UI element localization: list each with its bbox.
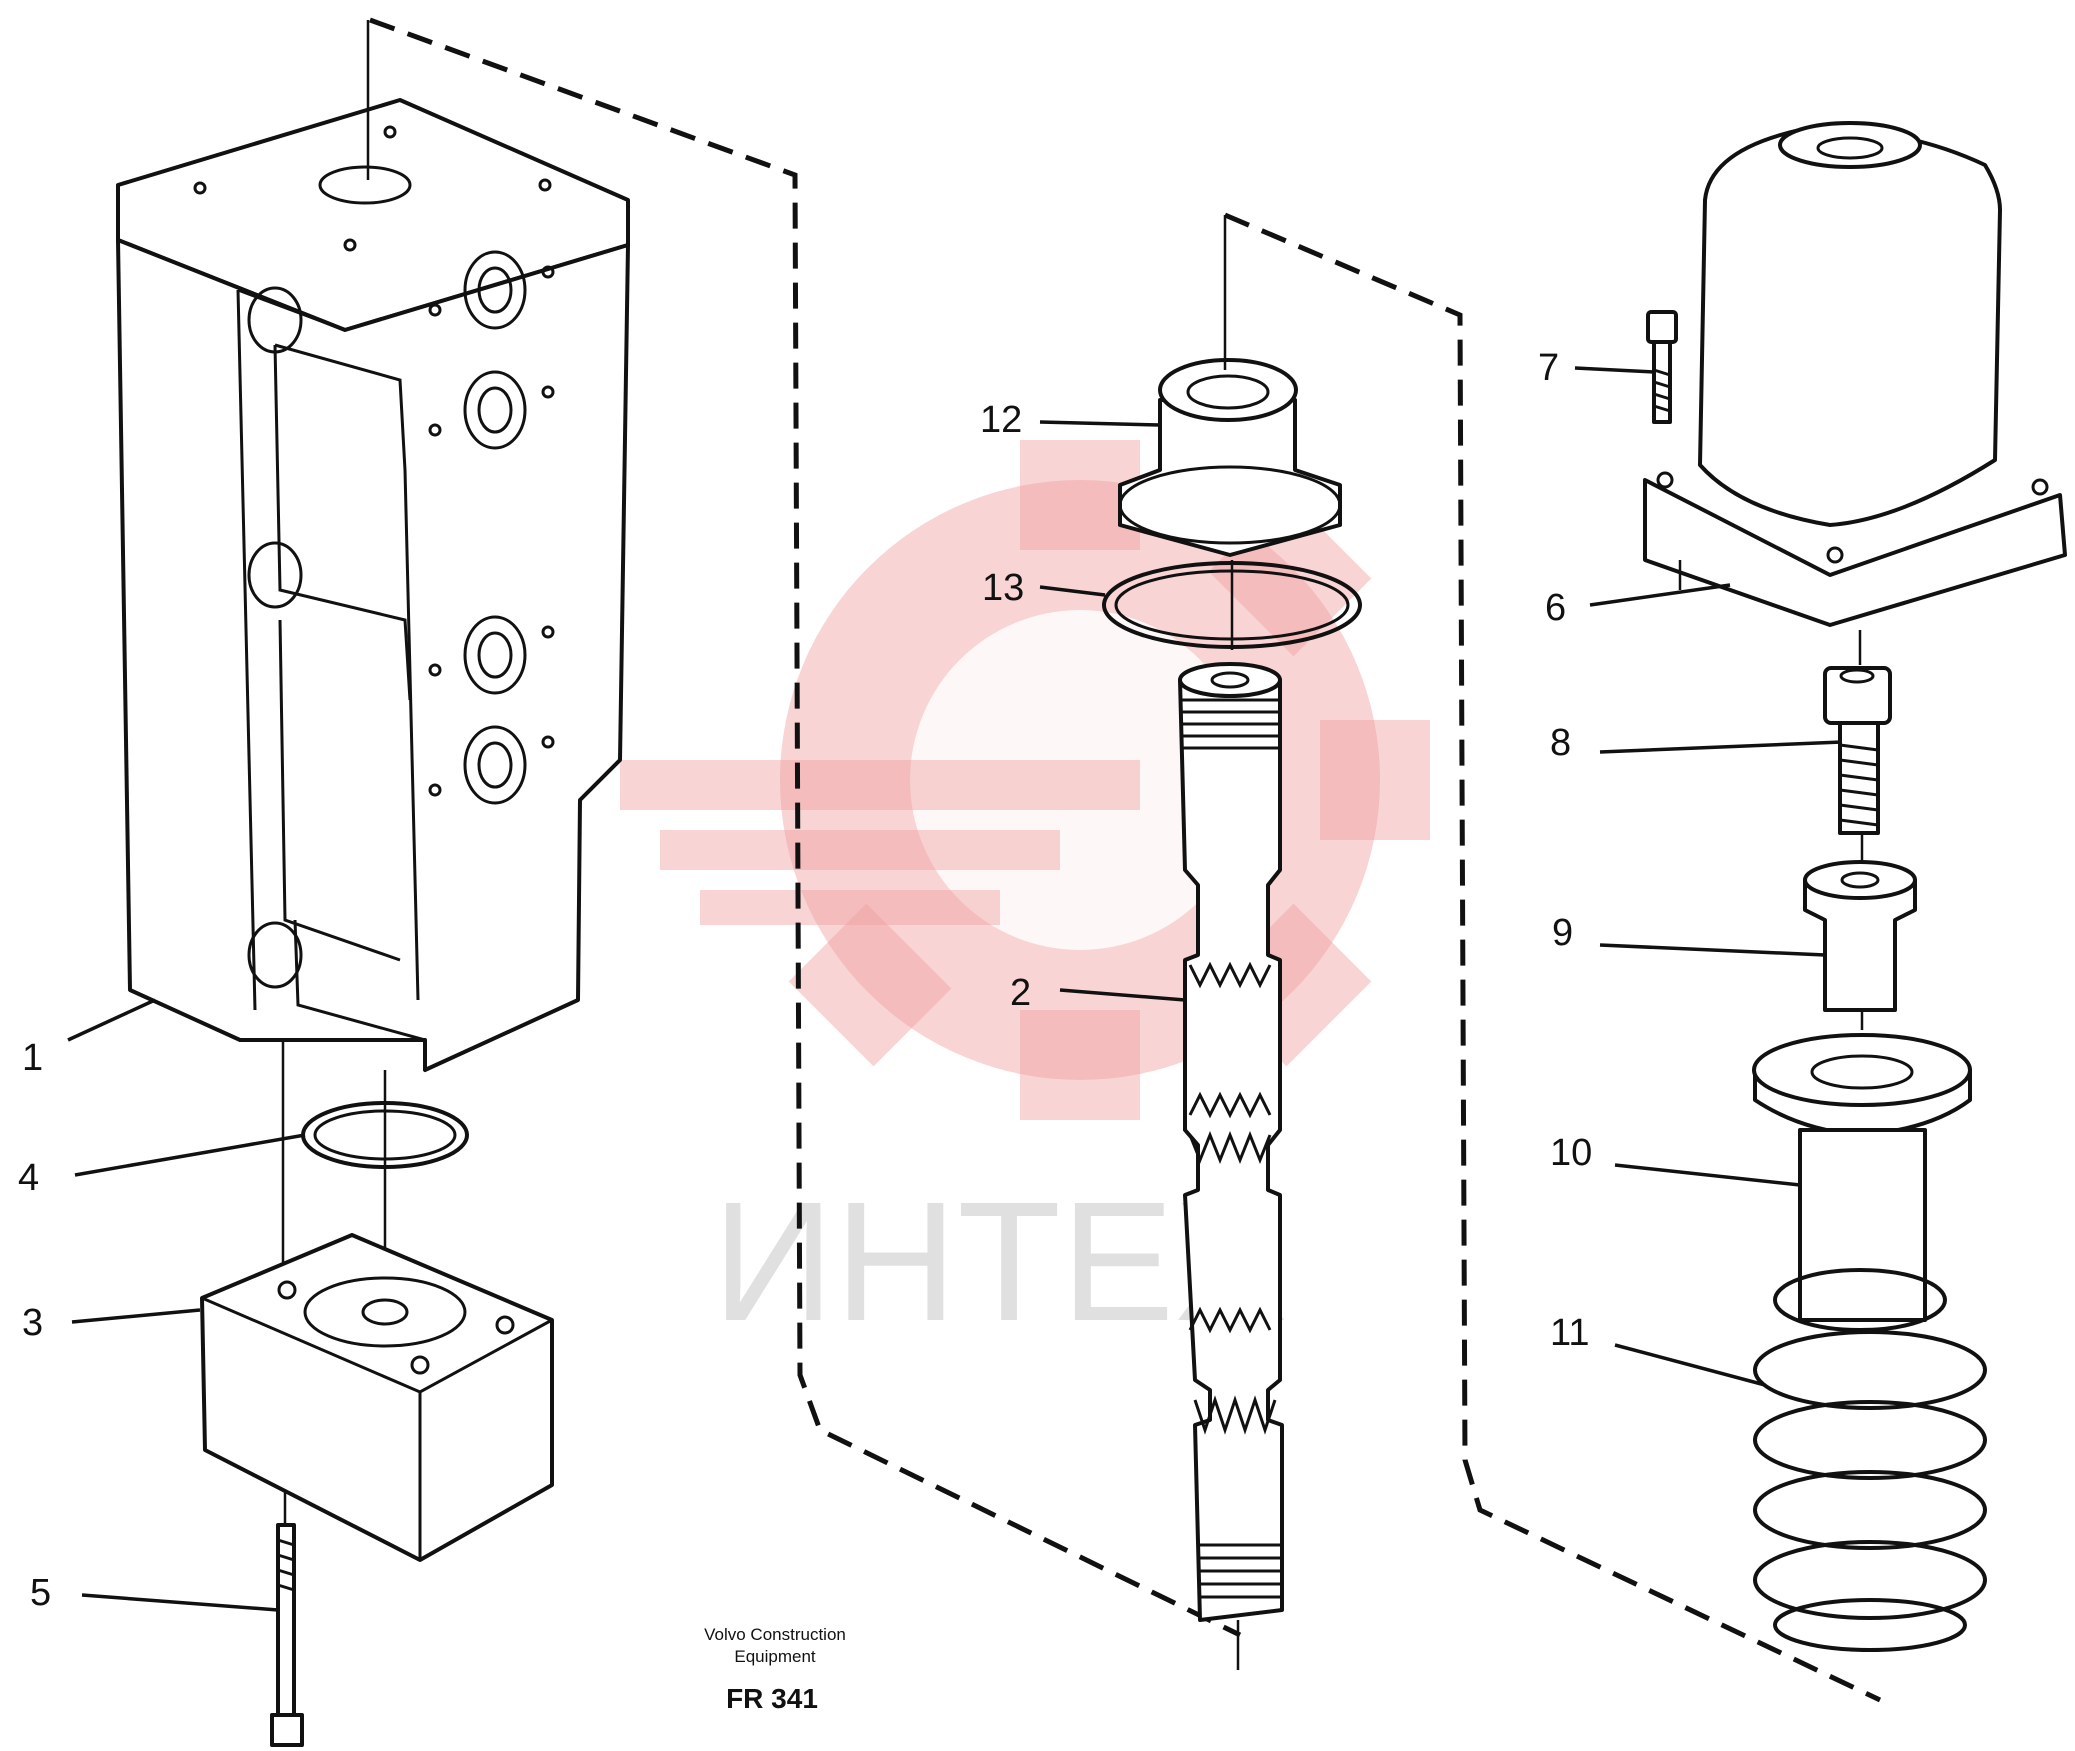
part-9-bushing xyxy=(1803,835,1917,1012)
part-1-valve-housing xyxy=(116,98,630,1072)
publisher-line-1: Volvo Construction xyxy=(704,1625,846,1644)
watermark: ИНТЕХ xyxy=(620,440,1430,1357)
leader-lines xyxy=(67,366,1843,1612)
label-part-7: 7 xyxy=(1538,347,1559,389)
dashed-frame-right xyxy=(1224,212,1882,1703)
label-part-4: 4 xyxy=(18,1157,39,1199)
part-3-adapter-block xyxy=(200,1233,554,1562)
part-8-bolt xyxy=(1823,630,1892,835)
publisher-line-2: Equipment xyxy=(734,1647,816,1666)
label-part-13: 13 xyxy=(982,567,1024,609)
label-part-6: 6 xyxy=(1545,587,1566,629)
figure-code: FR 341 xyxy=(726,1683,818,1714)
label-part-9: 9 xyxy=(1552,912,1573,954)
part-12-spool-cap xyxy=(1118,215,1342,557)
label-part-2: 2 xyxy=(1010,972,1031,1014)
part-2-spool xyxy=(1178,662,1284,1670)
label-part-5: 5 xyxy=(30,1572,51,1614)
part-6-cover xyxy=(1643,121,2067,627)
label-part-8: 8 xyxy=(1550,722,1571,764)
label-part-3: 3 xyxy=(22,1302,43,1344)
part-11-spring xyxy=(1753,1268,1987,1652)
label-part-11: 11 xyxy=(1550,1312,1589,1354)
dashed-frame-left xyxy=(369,17,1242,1638)
part-10-spring-seat xyxy=(1752,1010,1972,1322)
watermark-gear-icon xyxy=(620,440,1430,1120)
label-part-1: 1 xyxy=(22,1037,43,1079)
part-13-ring xyxy=(1102,560,1362,650)
part-7-screw xyxy=(1646,310,1678,424)
label-part-10: 10 xyxy=(1550,1132,1592,1174)
label-part-12: 12 xyxy=(980,399,1022,441)
part-5-bolt xyxy=(270,1523,304,1747)
